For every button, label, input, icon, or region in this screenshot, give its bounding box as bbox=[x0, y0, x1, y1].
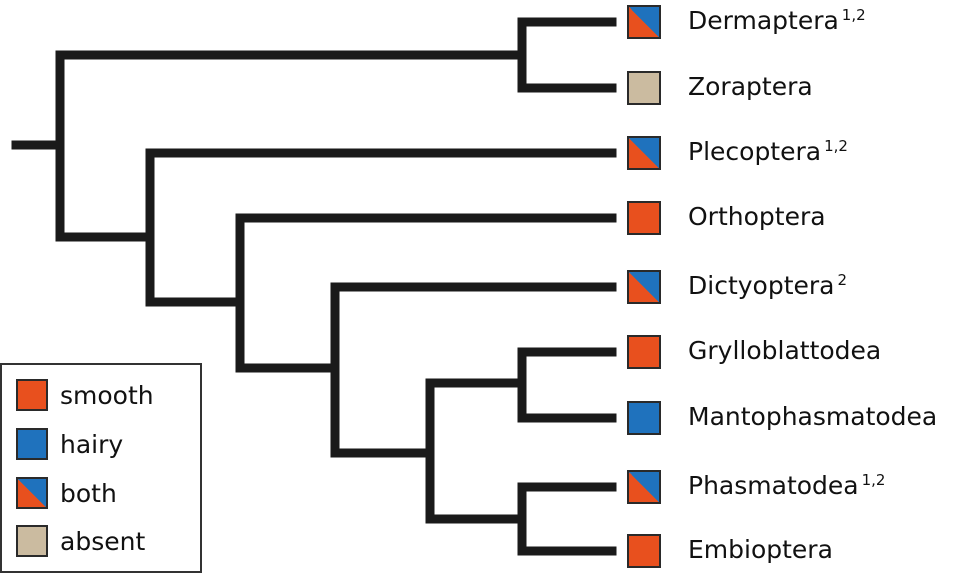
taxon-footnote: 1,2 bbox=[824, 137, 848, 155]
both-state-box bbox=[627, 470, 661, 504]
both-state-box bbox=[627, 136, 661, 170]
taxon-label: Embioptera bbox=[688, 535, 833, 565]
taxon-footnote: 1,2 bbox=[861, 471, 886, 489]
legend: smooth hairy both absent bbox=[0, 363, 202, 573]
legend-item-hairy: hairy bbox=[16, 427, 123, 461]
smooth-state-box bbox=[627, 534, 661, 568]
hairy-swatch bbox=[16, 428, 48, 460]
taxon-name: Zoraptera bbox=[688, 72, 813, 101]
hairy-state-box bbox=[627, 401, 661, 435]
taxon-name: Dermaptera bbox=[688, 6, 839, 35]
legend-label: smooth bbox=[60, 380, 154, 410]
legend-item-smooth: smooth bbox=[16, 378, 154, 412]
taxon-name: Dictyoptera bbox=[688, 271, 835, 300]
taxon-label: Zoraptera bbox=[688, 72, 813, 102]
taxon-name: Mantophasmatodea bbox=[688, 402, 938, 431]
legend-label: absent bbox=[60, 526, 146, 556]
smooth-swatch bbox=[16, 379, 48, 411]
both-state-box bbox=[627, 270, 661, 304]
legend-item-absent: absent bbox=[16, 524, 145, 558]
taxon-footnote: 1,2 bbox=[841, 6, 866, 24]
taxon-label: Orthoptera bbox=[688, 202, 826, 232]
absent-swatch bbox=[16, 525, 48, 557]
taxon-name: Embioptera bbox=[688, 535, 833, 564]
absent-state-box bbox=[627, 71, 661, 105]
legend-label: both bbox=[60, 478, 117, 508]
taxon-label: Mantophasmatodea bbox=[688, 402, 937, 432]
legend-item-both: both bbox=[16, 476, 117, 510]
taxon-name: Plecoptera bbox=[688, 137, 822, 166]
taxon-name: Phasmatodea bbox=[688, 471, 859, 500]
taxon-label: Grylloblattodea bbox=[688, 336, 881, 366]
smooth-state-box bbox=[627, 335, 661, 369]
legend-label: hairy bbox=[60, 429, 124, 459]
smooth-state-box bbox=[627, 201, 661, 235]
taxon-footnote: 2 bbox=[837, 271, 848, 289]
both-swatch bbox=[16, 477, 48, 509]
taxon-name: Orthoptera bbox=[688, 202, 826, 231]
both-state-box bbox=[627, 5, 661, 39]
taxon-name: Grylloblattodea bbox=[688, 336, 882, 365]
